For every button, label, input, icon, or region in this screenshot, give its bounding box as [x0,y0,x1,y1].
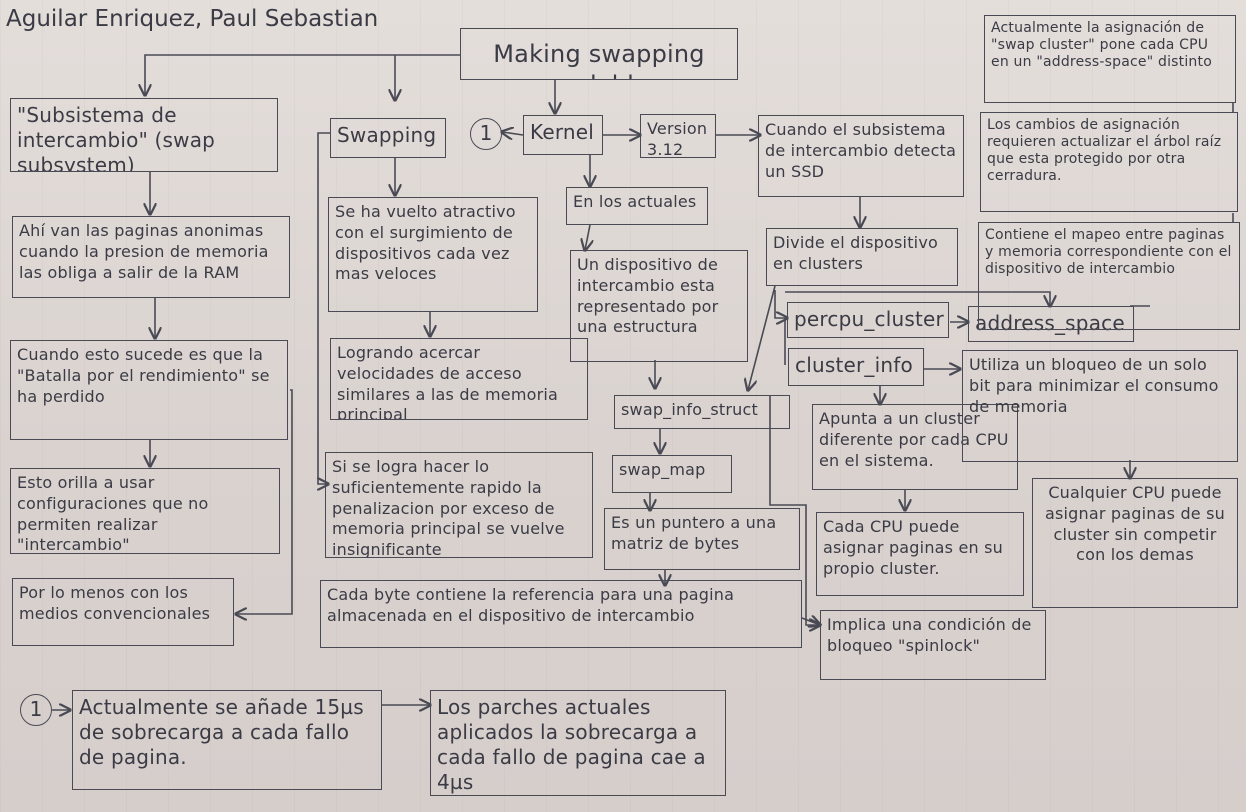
link-title-subsistema [145,54,460,95]
node-parches: Los parches actuales aplicados la sobrec… [430,690,726,796]
node-un-dispositivo: Un dispositivo de intercambio esta repre… [570,250,748,362]
node-apunta: Apunta a un cluster diferente por cada C… [812,404,1018,490]
node-swap-map: swap_map [612,455,732,493]
node-swapping: Swapping [330,118,446,158]
node-ahi-van: Ahí van las paginas anonimas cuando la p… [12,216,290,298]
node-cluster-info: cluster_info [788,348,924,386]
node-esto-orilla: Esto orilla a usar configuraciones que n… [10,468,280,554]
link-swapinfo-implica [769,395,820,625]
node-por-lo-menos: Por lo menos con los medios convencional… [12,578,234,646]
node-cada-byte: Cada byte contiene la referencia para un… [320,580,802,648]
node-subsistema: "Subsistema de intercambio" (swap subsys… [10,98,278,172]
node-actualmente-15: Actualmente se añade 15µs de sobrecarga … [72,690,382,790]
node-address-space: address_space [968,306,1134,342]
node-kernel: Kernel [523,115,603,155]
node-cuando-ssd: Cuando el subsistema de intercambio dete… [758,115,964,197]
link-cuando-porlomenos [236,389,293,614]
link-divide-swapinfo [748,285,776,390]
link-percpu-address [785,291,1050,306]
node-atractivo: Se ha vuelto atractivo con el surgimient… [328,197,538,312]
node-percpu-cluster: percpu_cluster [787,302,949,338]
node-si-se-logra: Si se logra hacer lo suficientemente rap… [325,452,593,558]
author-name: Aguilar Enriquez, Paul Sebastian [6,6,379,32]
node-cada-cpu: Cada CPU puede asignar paginas en su pro… [816,512,1024,596]
node-contiene: Contiene el mapeo entre paginas y memori… [978,222,1240,330]
node-logrando: Logrando acercar velocidades de acceso s… [330,338,588,420]
node-en-los-actuales: En los actuales [566,187,708,225]
node-los-cambios: Los cambios de asignación requieren actu… [980,112,1238,212]
main-title: Making swapping scalable [460,28,738,80]
node-utiliza: Utiliza un bloqueo de un solo bit para m… [962,350,1238,462]
node-cualquier-cpu: Cualquier CPU puede asignar paginas de s… [1032,478,1238,608]
link-actuales-dispositivo [585,224,590,250]
link-cadabyte-implica [801,618,820,625]
node-version: Version 3.12 [640,114,716,158]
node-implica: Implica una condición de bloqueo "spinlo… [820,610,1046,680]
link-swapping-silogra [318,132,330,484]
node-divide: Divide el dispositivo en clusters [766,228,958,286]
link-kernel-circle [502,132,524,135]
node-swap-info-struct: swap_info_struct [614,395,790,429]
link-divide-percpu [774,290,787,318]
node-cuando-esto: Cuando esto sucede es que la "Batalla po… [10,340,288,440]
reference-marker-1-bottom: 1 [20,694,52,726]
node-actualmente-asignacion: Actualmente la asignación de "swap clust… [984,15,1236,103]
reference-marker-1: 1 [470,118,502,150]
node-puntero: Es un puntero a una matriz de bytes [604,508,800,570]
